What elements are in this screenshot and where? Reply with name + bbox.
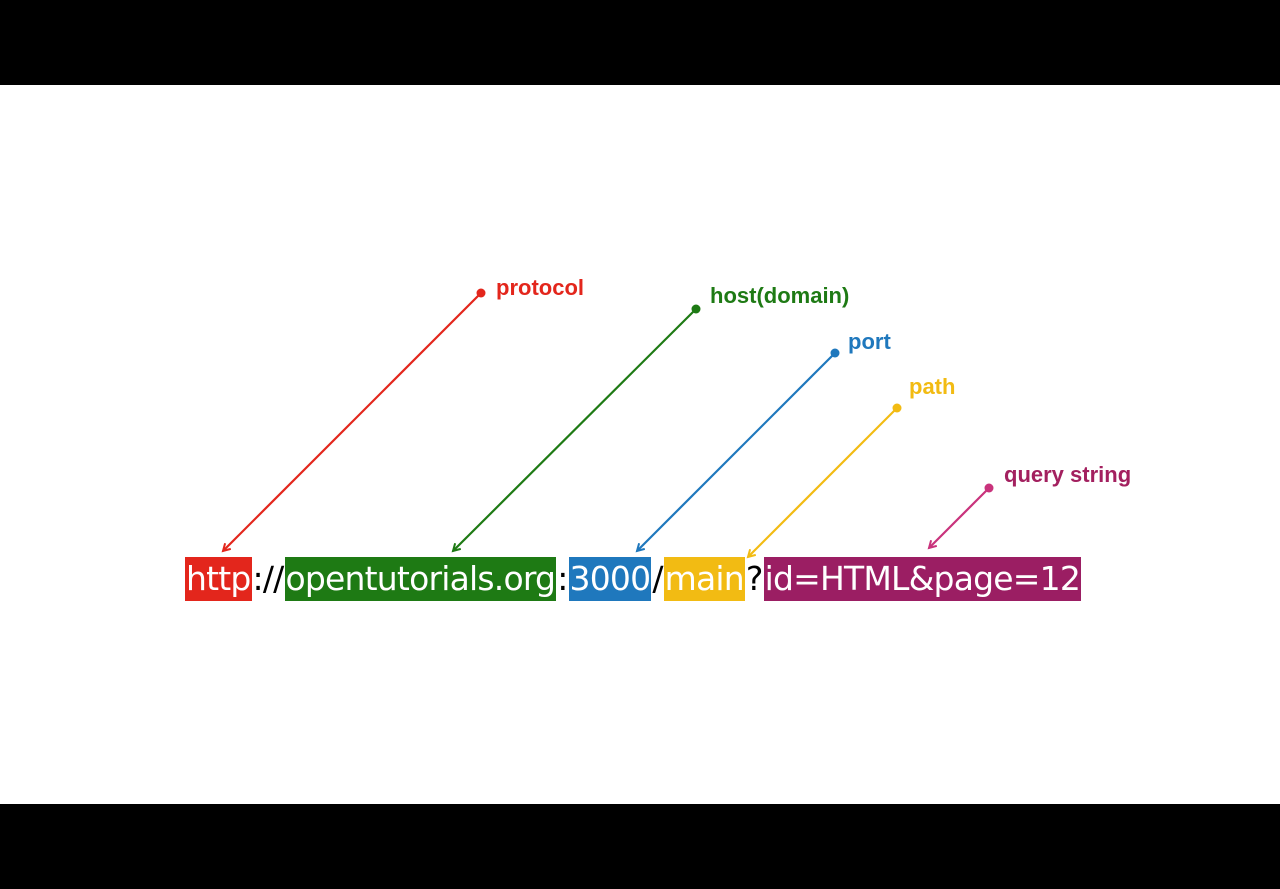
url-path-separator: /: [652, 559, 663, 598]
path-label: path: [909, 374, 955, 399]
url-path-segment: main: [663, 557, 745, 601]
path-dot: [892, 403, 902, 413]
port-label: port: [848, 329, 891, 354]
diagram-canvas: protocol host(domain) port path query st…: [0, 85, 1280, 804]
port-arrow: [637, 352, 836, 551]
port-dot: [830, 348, 840, 358]
query-arrow: [929, 487, 990, 548]
host-dot: [691, 304, 701, 314]
url-port-segment: 3000: [568, 557, 652, 601]
url-port-separator: :: [557, 559, 568, 598]
url-host-segment: opentutorials.org: [284, 557, 557, 601]
url-protocol-segment: http: [185, 557, 252, 601]
host-arrow: [453, 308, 697, 551]
url-query-separator: ?: [745, 559, 764, 598]
protocol-label: protocol: [496, 275, 584, 300]
host-label: host(domain): [710, 283, 849, 308]
url-scheme-separator: ://: [252, 559, 285, 598]
url-anatomy-diagram: protocol host(domain) port path query st…: [0, 275, 1131, 804]
query-label: query string: [1004, 462, 1131, 487]
query-dot: [984, 483, 994, 493]
url-example: http :// opentutorials.org : 3000 / main…: [185, 557, 1082, 601]
protocol-arrow: [223, 292, 482, 551]
path-arrow: [748, 407, 898, 557]
url-query-segment: id=HTML&page=12: [763, 557, 1082, 601]
protocol-dot: [476, 288, 486, 298]
